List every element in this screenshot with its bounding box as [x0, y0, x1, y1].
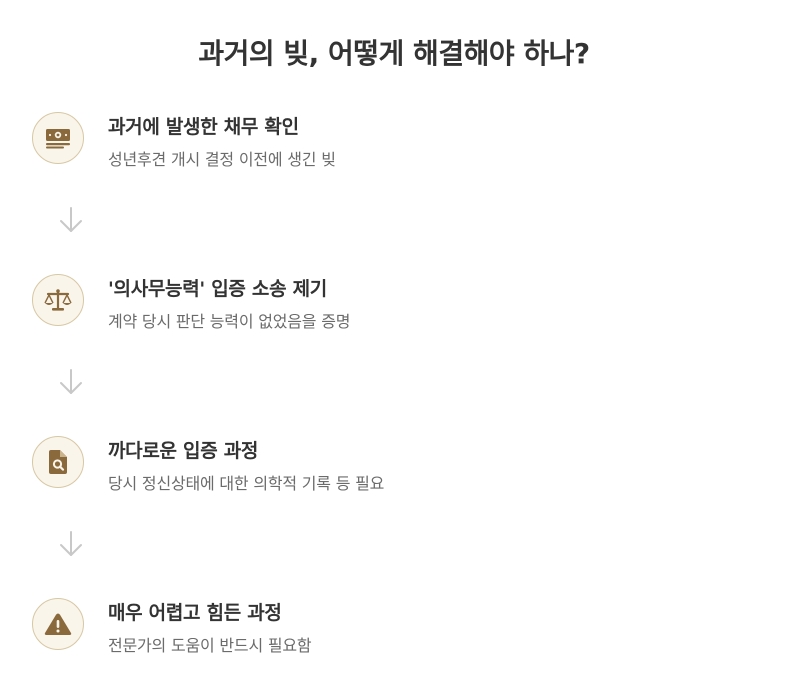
step-title: '의사무능력' 입증 소송 제기 — [108, 278, 327, 300]
step-title: 매우 어렵고 힘든 과정 — [108, 602, 282, 624]
step-description: 전문가의 도움이 반드시 필요함 — [108, 636, 312, 655]
step-description: 당시 정신상태에 대한 의학적 기록 등 필요 — [108, 474, 385, 493]
arrow-down-icon — [58, 206, 84, 234]
arrow-down-icon — [58, 530, 84, 558]
step-description: 계약 당시 판단 능력이 없었음을 증명 — [108, 312, 351, 331]
step-title: 까다로운 입증 과정 — [108, 440, 259, 462]
arrow-down-icon — [58, 368, 84, 396]
step-title: 과거에 발생한 채무 확인 — [108, 116, 299, 138]
step-description: 성년후견 개시 결정 이전에 생긴 빚 — [108, 150, 336, 169]
warning-icon — [32, 598, 84, 650]
document-search-icon — [32, 436, 84, 488]
step-3: 까다로운 입증 과정 당시 정신상태에 대한 의학적 기록 등 필요 — [32, 436, 732, 493]
step-4: 매우 어렵고 힘든 과정 전문가의 도움이 반드시 필요함 — [32, 598, 732, 655]
step-1: 과거에 발생한 채무 확인 성년후견 개시 결정 이전에 생긴 빚 — [32, 112, 732, 169]
page-title: 과거의 빚, 어떻게 해결해야 하나? — [198, 37, 590, 70]
money-bill-icon — [32, 112, 84, 164]
scale-icon — [32, 274, 84, 326]
step-2: '의사무능력' 입증 소송 제기 계약 당시 판단 능력이 없었음을 증명 — [32, 274, 732, 331]
